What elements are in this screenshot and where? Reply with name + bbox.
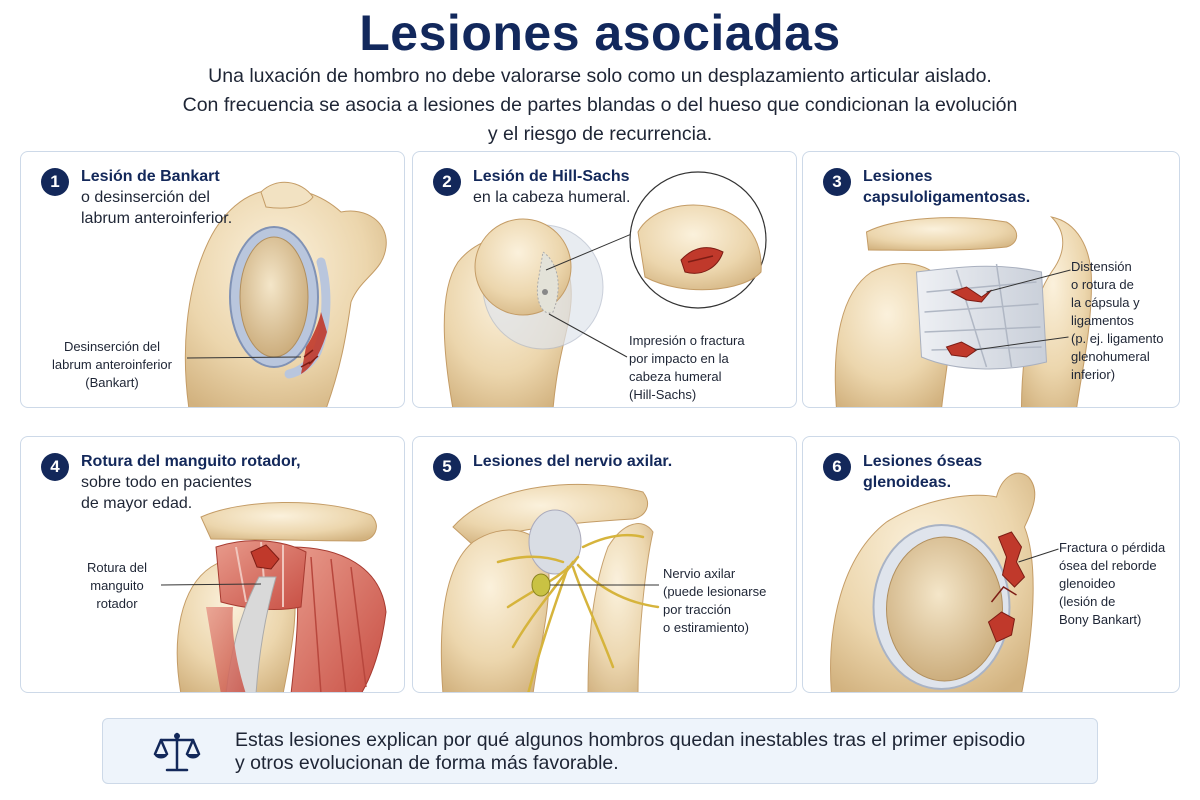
heading-text: labrum anteroinferior. bbox=[81, 210, 233, 227]
label-axillary-nerve: Nervio axilar (puede lesionarse por trac… bbox=[663, 565, 766, 637]
label-line: (Bankart) bbox=[85, 375, 139, 390]
heading-bold: glenoideas. bbox=[863, 474, 952, 491]
card-number: 4 bbox=[41, 453, 69, 481]
heading-text: en la cabeza humeral. bbox=[473, 189, 631, 206]
heading-text: sobre todo en pacientes bbox=[81, 474, 252, 491]
card-hill-sachs: 2 Lesión de Hill-Sachs en la cabeza hume… bbox=[412, 151, 797, 408]
label-line: Fractura o pérdida bbox=[1059, 540, 1166, 555]
footer-note: Estas lesiones explican por qué algunos … bbox=[102, 718, 1098, 784]
card-number: 1 bbox=[41, 168, 69, 196]
label-line: glenoideo bbox=[1059, 576, 1116, 591]
card-nervio-axilar: 5 Lesiones del nervio axilar. Nervio axi… bbox=[412, 436, 797, 693]
label-line: la cápsula y bbox=[1071, 295, 1140, 310]
footer-text: Estas lesiones explican por qué algunos … bbox=[235, 729, 1025, 775]
card-number: 3 bbox=[823, 168, 851, 196]
label-line: (puede lesionarse bbox=[663, 584, 767, 599]
label-bony-bankart: Fractura o pérdida ósea del reborde glen… bbox=[1059, 539, 1165, 629]
card-heading: Lesiones capsuloligamentosas. bbox=[863, 166, 1073, 208]
label-line: ligamentos bbox=[1071, 313, 1134, 328]
heading-bold: Lesiones del nervio axilar. bbox=[473, 453, 673, 470]
label-line: (p. ej. ligamento bbox=[1071, 331, 1164, 346]
hill-sachs-illustration bbox=[443, 171, 767, 407]
intro-line: Una luxación de hombro no debe valorarse… bbox=[208, 65, 992, 87]
label-line: Bony Bankart) bbox=[1059, 612, 1142, 627]
label-line: o rotura de bbox=[1071, 277, 1134, 292]
heading-bold: Lesiones bbox=[863, 168, 933, 185]
card-number: 6 bbox=[823, 453, 851, 481]
label-line: por tracción bbox=[663, 602, 731, 617]
card-number: 2 bbox=[433, 168, 461, 196]
label-line: manguito bbox=[90, 578, 144, 593]
label-hill-sachs: Impresión o fractura por impacto en la c… bbox=[629, 332, 745, 404]
card-heading: Lesiones del nervio axilar. bbox=[473, 451, 703, 472]
heading-bold: capsuloligamentosas. bbox=[863, 189, 1031, 206]
card-lesiones-oseas: 6 Lesiones óseas glenoideas. Fractura o … bbox=[802, 436, 1180, 693]
bony-bankart-illustration bbox=[830, 472, 1059, 692]
bankart-illustration bbox=[184, 181, 387, 407]
rotator-cuff-illustration bbox=[160, 502, 387, 692]
label-line: (lesión de bbox=[1059, 594, 1116, 609]
heading-bold: Lesión de Bankart bbox=[81, 168, 220, 185]
label-line: inferior) bbox=[1071, 367, 1116, 382]
card-heading: Rotura del manguito rotador, sobre todo … bbox=[81, 451, 321, 514]
label-line: Desinserción del bbox=[63, 339, 161, 354]
card-bankart: 1 Lesión de Bankart o desinserción del l… bbox=[20, 151, 405, 408]
heading-text: de mayor edad. bbox=[81, 495, 193, 512]
heading-bold: Lesiones óseas bbox=[863, 453, 983, 470]
footer-line: y otros evolucionan de forma más favorab… bbox=[235, 752, 619, 774]
heading-text: o desinserción del bbox=[81, 189, 210, 206]
label-line: por impacto en la bbox=[629, 351, 729, 366]
page-title: Lesiones asociadas bbox=[359, 5, 841, 61]
heading-bold: Lesión de Hill-Sachs bbox=[473, 168, 630, 185]
intro-text: Una luxación de hombro no debe valorarse… bbox=[0, 62, 1200, 149]
card-number: 5 bbox=[433, 453, 461, 481]
intro-line: Con frecuencia se asocia a lesiones de p… bbox=[182, 94, 1018, 116]
label-line: Rotura del bbox=[87, 560, 147, 575]
label-line: cabeza humeral bbox=[629, 369, 722, 384]
label-line: glenohumeral bbox=[1071, 349, 1150, 364]
heading-bold: Rotura del manguito rotador, bbox=[81, 453, 301, 470]
intro-line: y el riesgo de recurrencia. bbox=[487, 123, 713, 145]
label-line: labrum anteroinferior bbox=[52, 357, 172, 372]
capsule-illustration bbox=[834, 216, 1093, 407]
label-line: o estiramiento) bbox=[663, 620, 749, 635]
balance-scale-icon bbox=[153, 732, 201, 772]
card-manguito-rotador: 4 Rotura del manguito rotador, sobre tod… bbox=[20, 436, 405, 693]
axillary-nerve-illustration bbox=[440, 483, 660, 692]
label-line: Impresión o fractura bbox=[629, 333, 745, 348]
label-line: rotador bbox=[96, 596, 138, 611]
label-line: ósea del reborde bbox=[1059, 558, 1157, 573]
card-heading: Lesión de Bankart o desinserción del lab… bbox=[81, 166, 291, 229]
label-capsule: Distensión o rotura de la cápsula y liga… bbox=[1071, 258, 1164, 384]
label-bankart: Desinserción del labrum anteroinferior (… bbox=[41, 338, 183, 392]
label-line: (Hill-Sachs) bbox=[629, 387, 697, 402]
card-heading: Lesión de Hill-Sachs en la cabeza humera… bbox=[473, 166, 683, 208]
label-rotator-cuff: Rotura del manguito rotador bbox=[75, 559, 159, 613]
label-line: Distensión bbox=[1071, 259, 1132, 274]
label-line: Nervio axilar bbox=[663, 566, 736, 581]
footer-line: Estas lesiones explican por qué algunos … bbox=[235, 729, 1026, 751]
card-capsuloligamentosas: 3 Lesiones capsuloligamentosas. Distensi… bbox=[802, 151, 1180, 408]
card-heading: Lesiones óseas glenoideas. bbox=[863, 451, 1073, 493]
